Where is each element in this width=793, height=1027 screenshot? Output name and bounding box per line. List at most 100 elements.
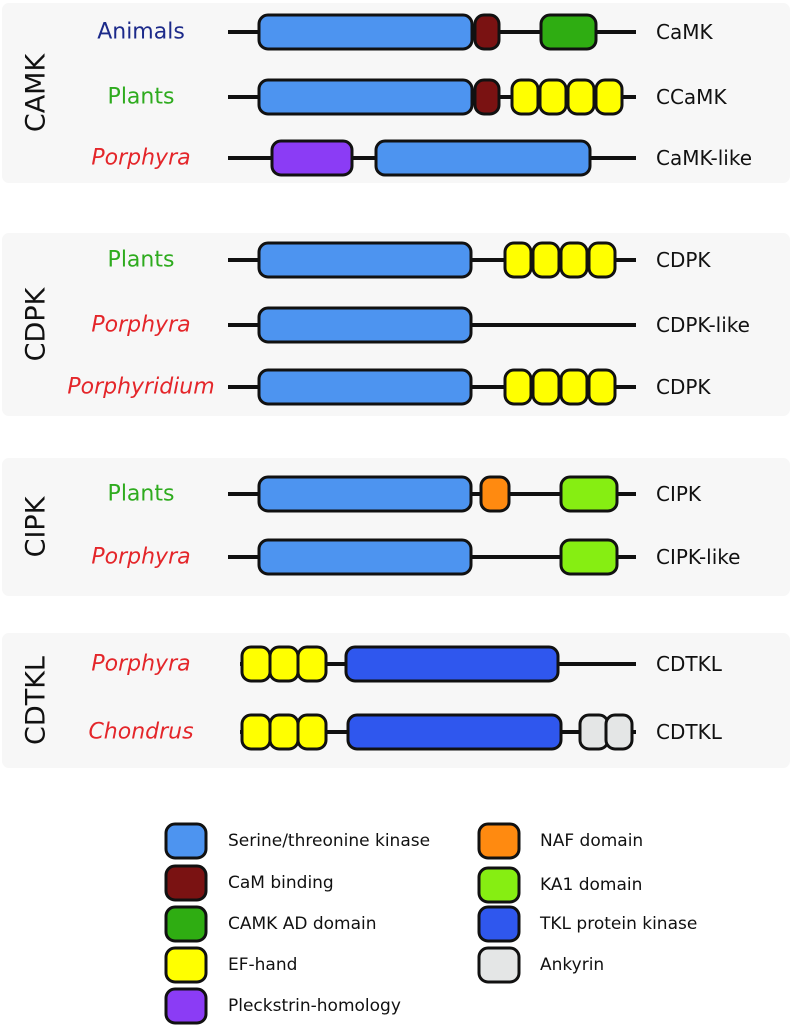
legend-swatch — [164, 946, 208, 984]
organism-label: Plants — [108, 85, 175, 110]
organism-label: Animals — [97, 20, 185, 45]
protein-row: Porphyra CaMK-like — [91, 139, 752, 177]
domain-ef — [510, 78, 540, 116]
group-label-cipk: CIPK — [21, 495, 52, 557]
domain-stk — [257, 368, 473, 406]
protein-name-label: CDPK-like — [656, 313, 750, 337]
domain-ef — [594, 78, 624, 116]
legend-item-naf: NAF domain — [477, 822, 643, 860]
organism-label: Plants — [108, 482, 175, 507]
domain-ph — [270, 139, 354, 177]
legend-swatch — [477, 866, 521, 904]
protein-row: Porphyridium CDPK — [67, 368, 711, 406]
legend-swatch — [477, 946, 521, 984]
domain-ef — [587, 368, 617, 406]
organism-label: Porphyra — [91, 545, 190, 570]
group-label-cdtkl: CDTKL — [21, 656, 52, 745]
protein-name-label: CIPK-like — [656, 545, 740, 569]
legend-swatch — [164, 822, 208, 860]
organism-label: Porphyra — [91, 146, 190, 171]
domain-ef — [559, 241, 589, 279]
domain-ef — [296, 645, 328, 683]
group-label-cdpk: CDPK — [21, 286, 52, 361]
legend-label: NAF domain — [540, 831, 643, 851]
domain-stk — [257, 306, 473, 344]
legend-item-ph: Pleckstrin-homology — [164, 987, 401, 1025]
protein-name-label: CDTKL — [656, 720, 723, 744]
organism-label: Porphyra — [91, 652, 190, 677]
domain-stk — [374, 139, 592, 177]
legend-label: Ankyrin — [540, 955, 604, 975]
group-label-camk: CAMK — [21, 53, 52, 133]
legend-label: CAMK AD domain — [228, 914, 377, 934]
legend-item-tkl: TKL protein kinase — [477, 905, 697, 943]
protein-name-label: CaMK-like — [656, 146, 752, 170]
domain-ef — [531, 368, 561, 406]
legend-item-cam: CaM binding — [164, 864, 334, 902]
legend-swatch — [164, 864, 208, 902]
domain-ef — [268, 713, 300, 751]
legend-label: EF-hand — [228, 955, 297, 975]
domain-ef — [240, 645, 272, 683]
legend-item-ka1: KA1 domain — [477, 866, 642, 904]
domain-ef — [559, 368, 589, 406]
protein-name-label: CaMK — [656, 20, 713, 44]
organism-label: Plants — [108, 248, 175, 273]
protein-name-label: CDPK — [656, 248, 711, 272]
domain-ef — [268, 645, 300, 683]
domain-ka1 — [559, 475, 619, 513]
legend-label: TKL protein kinase — [539, 914, 697, 934]
domain-tkl — [344, 645, 560, 683]
domain-stk — [257, 13, 474, 51]
domain-ef — [503, 241, 533, 279]
domain-ka1 — [559, 538, 619, 576]
protein-name-label: CCaMK — [656, 85, 727, 109]
protein-row: Plants CCaMK — [108, 78, 727, 116]
protein-name-label: CDTKL — [656, 652, 723, 676]
domain-cam — [473, 78, 501, 116]
legend-item-stk: Serine/threonine kinase — [164, 822, 430, 860]
domain-ef — [587, 241, 617, 279]
domain-ef — [566, 78, 596, 116]
protein-row: Plants CDPK — [108, 241, 711, 279]
legend-label: CaM binding — [228, 873, 334, 893]
domain-ef — [503, 368, 533, 406]
domain-tkl — [346, 713, 563, 751]
domain-ef — [296, 713, 328, 751]
legend-item-camk: CAMK AD domain — [164, 905, 377, 943]
protein-row: Porphyra CDPK-like — [91, 306, 750, 344]
domain-stk — [257, 538, 473, 576]
domain-ank — [578, 713, 610, 751]
legend-label: KA1 domain — [540, 875, 642, 895]
legend-item-ank: Ankyrin — [477, 946, 604, 984]
domain-ank — [604, 713, 634, 751]
legend-item-ef: EF-hand — [164, 946, 297, 984]
protein-row: Porphyra CIPK-like — [91, 538, 740, 576]
organism-label: Chondrus — [88, 720, 193, 745]
legend-swatch — [477, 822, 521, 860]
domain-naf — [479, 475, 511, 513]
legend-label: Serine/threonine kinase — [228, 831, 430, 851]
legend-swatch — [164, 987, 208, 1025]
legend-swatch — [477, 905, 521, 943]
domain-cam — [473, 13, 501, 51]
legend-swatch — [164, 905, 208, 943]
organism-label: Porphyra — [91, 313, 190, 338]
protein-name-label: CDPK — [656, 375, 711, 399]
legend-label: Pleckstrin-homology — [228, 996, 401, 1016]
domain-ef — [538, 78, 568, 116]
domain-stk — [257, 475, 473, 513]
domain-stk — [257, 78, 474, 116]
protein-name-label: CIPK — [656, 482, 702, 506]
domain-ef — [531, 241, 561, 279]
domain-stk — [257, 241, 473, 279]
protein-row: Porphyra CDTKL — [91, 645, 723, 683]
protein-row: Animals CaMK — [97, 13, 713, 51]
domain-ef — [240, 713, 272, 751]
protein-row: Chondrus CDTKL — [88, 713, 723, 751]
protein-row: Plants CIPK — [108, 475, 702, 513]
organism-label: Porphyridium — [67, 375, 214, 400]
